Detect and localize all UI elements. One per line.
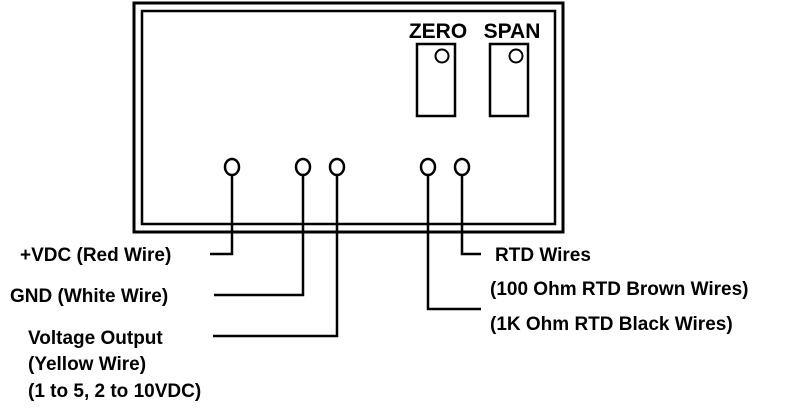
label-rtd-line2: (100 Ohm RTD Brown Wires) — [490, 279, 748, 300]
wire-rtd — [460, 175, 481, 256]
label-gnd: GND (White Wire) — [10, 286, 168, 307]
label-rtd-line3: (1K Ohm RTD Black Wires) — [490, 314, 733, 335]
wire-rtd-brown-black — [426, 175, 481, 311]
wire-gnd — [214, 175, 305, 297]
wire-vout — [213, 175, 339, 338]
terminal-vdc[interactable] — [223, 157, 241, 177]
terminal-vout[interactable] — [328, 157, 346, 177]
enclosure-inner — [140, 9, 557, 226]
label-vdc: +VDC (Red Wire) — [20, 245, 171, 266]
label-vout-line1: Voltage Output — [28, 328, 163, 349]
span-trimmer[interactable] — [488, 42, 530, 118]
label-vout-line2: (Yellow Wire) — [28, 354, 146, 375]
label-rtd-line1: RTD Wires — [495, 245, 591, 266]
zero-adjust-screw-icon[interactable] — [434, 48, 450, 64]
zero-trimmer[interactable] — [415, 42, 457, 118]
terminal-rtd-2[interactable] — [453, 157, 471, 177]
label-vout-line3: (1 to 5, 2 to 10VDC) — [28, 381, 201, 402]
terminal-rtd-1[interactable] — [419, 157, 437, 177]
span-adjust-screw-icon[interactable] — [508, 48, 524, 64]
wire-vdc — [210, 175, 234, 256]
enclosure-outer — [132, 1, 565, 234]
zero-label: ZERO — [409, 20, 467, 43]
terminal-gnd[interactable] — [294, 157, 312, 177]
span-label: SPAN — [484, 20, 541, 43]
